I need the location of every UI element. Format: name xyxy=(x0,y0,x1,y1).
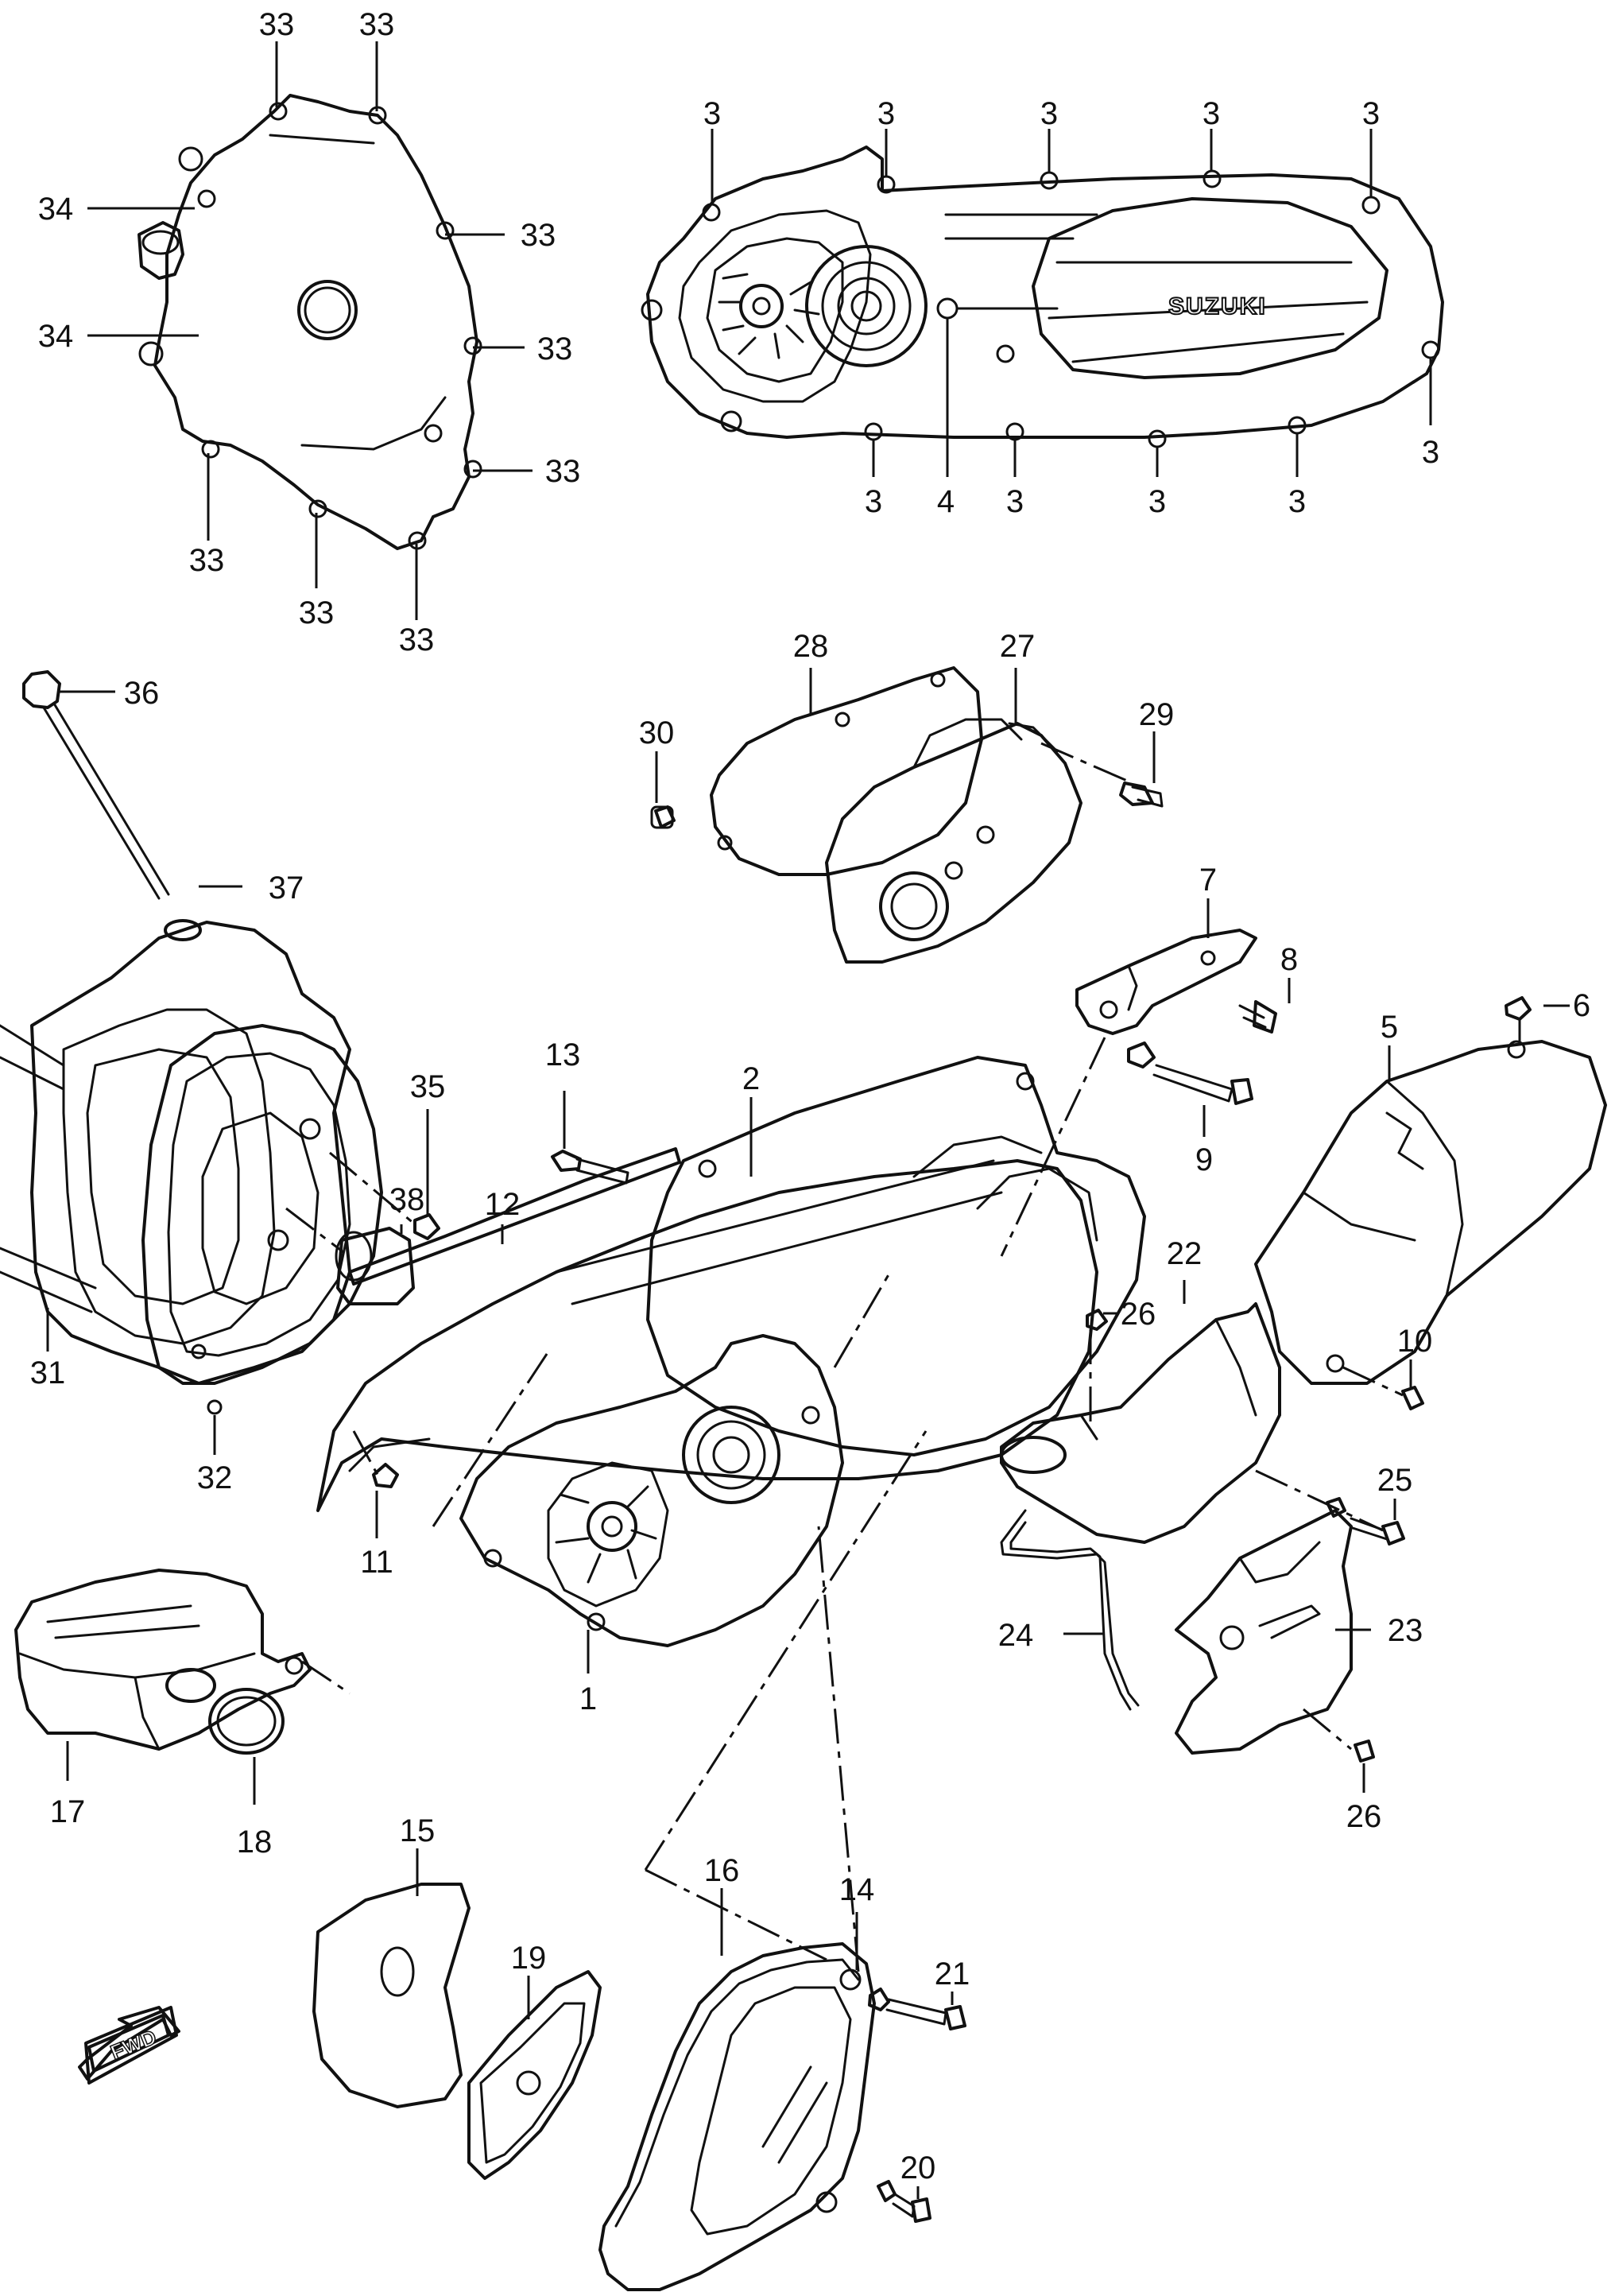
callout-33: 33 xyxy=(399,622,435,657)
inner-cover-callouts: 28 27 29 30 xyxy=(639,629,1175,803)
callout-24: 24 xyxy=(998,1618,1034,1653)
callout-3: 3 xyxy=(1203,96,1220,131)
callout-3: 3 xyxy=(1422,435,1439,470)
callout-33: 33 xyxy=(537,332,573,367)
callout-5: 5 xyxy=(1381,1010,1398,1045)
center-crankcase-assembly xyxy=(316,1056,1146,1647)
callout-2: 2 xyxy=(742,1061,760,1096)
bracket-callouts: 7 8 9 xyxy=(1195,863,1298,1177)
crankcase-left-assembly xyxy=(0,670,440,1415)
lower-shroud-assembly xyxy=(1000,1302,1405,1763)
callout-10: 10 xyxy=(1397,1324,1433,1359)
filter-cover-callouts: 15 19 16 14 21 20 xyxy=(400,1813,970,2199)
inner-cover-assembly xyxy=(650,666,1164,964)
callout-27: 27 xyxy=(1000,629,1036,664)
filter-cover-assembly xyxy=(312,1430,966,2291)
callout-33: 33 xyxy=(545,454,581,489)
callout-8: 8 xyxy=(1280,942,1298,977)
callout-33: 33 xyxy=(359,7,395,42)
callout-20: 20 xyxy=(900,2151,936,2185)
callout-23: 23 xyxy=(1388,1613,1423,1648)
callout-33: 33 xyxy=(521,218,556,253)
callout-11: 11 xyxy=(360,1545,393,1580)
callout-36: 36 xyxy=(124,676,160,711)
callout-15: 15 xyxy=(400,1813,436,1848)
crankcase-cover-callouts: 3 3 3 3 3 3 3 4 3 3 3 xyxy=(703,96,1439,519)
callout-33: 33 xyxy=(189,543,225,578)
callout-29: 29 xyxy=(1139,697,1175,732)
left-cover-gasket xyxy=(137,94,482,550)
forward-direction-arrow: FWD xyxy=(78,2006,180,2085)
brand-logo: SUZUKI xyxy=(1168,293,1267,320)
callout-34: 34 xyxy=(38,192,74,227)
callout-31: 31 xyxy=(30,1355,66,1390)
bracket-assembly xyxy=(1000,929,1277,1257)
callout-12: 12 xyxy=(485,1187,521,1222)
callout-7: 7 xyxy=(1199,863,1217,898)
callout-3: 3 xyxy=(877,96,895,131)
callout-25: 25 xyxy=(1377,1463,1413,1498)
shroud-assembly xyxy=(1254,996,1607,1410)
callout-18: 18 xyxy=(237,1825,273,1860)
callout-16: 16 xyxy=(704,1853,740,1888)
callout-28: 28 xyxy=(793,629,829,664)
callout-14: 14 xyxy=(839,1872,875,1907)
crankcase-cover: SUZUKI xyxy=(641,145,1444,448)
callout-33: 33 xyxy=(259,7,295,42)
callout-21: 21 xyxy=(935,1957,970,1992)
callout-3: 3 xyxy=(1006,484,1024,519)
crankcase-left-callouts: 36 37 35 38 31 32 xyxy=(30,676,446,1495)
callout-30: 30 xyxy=(639,716,675,750)
shroud-callouts: 6 5 10 xyxy=(1381,988,1590,1387)
callout-19: 19 xyxy=(511,1941,547,1976)
callout-3: 3 xyxy=(1288,484,1306,519)
air-duct-callouts: 17 18 xyxy=(50,1741,273,1860)
left-cover-callouts: 33 33 34 34 33 33 33 33 33 33 xyxy=(38,7,581,657)
callout-3: 3 xyxy=(865,484,882,519)
callout-3: 3 xyxy=(1362,96,1380,131)
callout-3: 3 xyxy=(703,96,721,131)
center-crankcase-callouts: 13 2 12 11 1 xyxy=(360,1037,760,1716)
callout-26: 26 xyxy=(1346,1799,1382,1834)
callout-9: 9 xyxy=(1195,1142,1213,1177)
callout-35: 35 xyxy=(410,1069,446,1104)
callout-4: 4 xyxy=(937,484,955,519)
callout-34: 34 xyxy=(38,319,74,354)
callout-37: 37 xyxy=(269,871,304,906)
callout-22: 22 xyxy=(1167,1236,1203,1271)
air-duct-assembly xyxy=(14,1569,350,1755)
callout-32: 32 xyxy=(197,1460,233,1495)
callout-38: 38 xyxy=(389,1182,425,1217)
callout-17: 17 xyxy=(50,1794,86,1829)
callout-13: 13 xyxy=(545,1037,581,1072)
lower-shroud-callouts: 22 26 25 24 23 26 xyxy=(998,1236,1423,1834)
callout-6: 6 xyxy=(1573,988,1590,1023)
callout-1: 1 xyxy=(579,1681,597,1716)
callout-3: 3 xyxy=(1040,96,1058,131)
callout-33: 33 xyxy=(299,595,335,630)
callout-3: 3 xyxy=(1148,484,1166,519)
callout-26: 26 xyxy=(1121,1297,1156,1332)
